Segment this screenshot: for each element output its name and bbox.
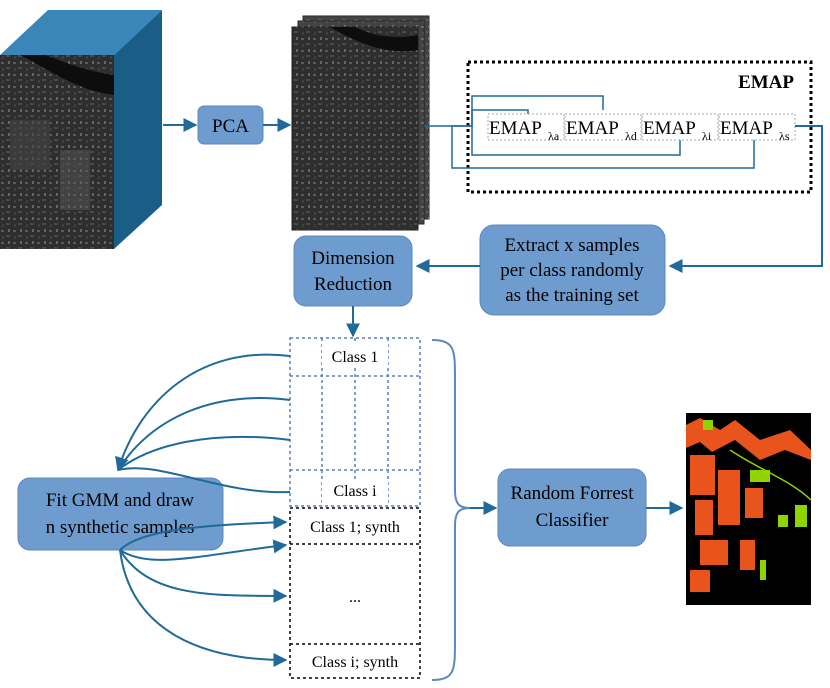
gmm-node: Fit GMM and draw n synthetic samples [17, 477, 224, 551]
svg-text:n synthetic samples: n synthetic samples [46, 517, 195, 538]
pca-node: PCA [197, 105, 264, 145]
table-ellipsis: ... [349, 589, 361, 606]
classification-map [686, 413, 812, 605]
svg-text:Classifier: Classifier [536, 510, 609, 531]
extract-node: Extract x samples per class randomly as … [479, 224, 666, 316]
arrow-class1-to-gmm [115, 353, 291, 472]
svg-text:Reduction: Reduction [314, 274, 393, 295]
svg-text:Extract x samples: Extract x samples [504, 235, 639, 256]
emap-block-i: EMAP λi [641, 113, 719, 143]
svg-text:EMAP: EMAP [720, 118, 773, 139]
classifier-box [497, 468, 647, 547]
arrow-classi-to-gmm [117, 467, 291, 494]
emap-block-a: EMAP λa [487, 113, 565, 143]
svg-text:Dimension: Dimension [311, 248, 395, 269]
svg-text:Fit GMM and draw: Fit GMM and draw [46, 490, 195, 511]
svg-text:Random Forrest: Random Forrest [511, 483, 635, 504]
svg-text:λi: λi [702, 129, 712, 143]
emap-title: EMAP [738, 72, 794, 93]
svg-text:EMAP: EMAP [643, 118, 696, 139]
svg-text:λa: λa [548, 129, 560, 143]
emap-block-d: EMAP λd [564, 113, 642, 143]
cube-side-face [114, 10, 162, 249]
svg-text:as the training set: as the training set [505, 285, 639, 306]
pca-image-front [291, 26, 419, 231]
pca-label: PCA [212, 116, 249, 137]
svg-text:EMAP: EMAP [566, 118, 619, 139]
gmm-box [17, 477, 224, 551]
dimension-node: Dimension Reduction [293, 235, 413, 307]
svg-text:EMAP: EMAP [489, 118, 542, 139]
real-sample-table: Class 1 Class i [289, 337, 421, 507]
arrow-emap-to-extract [668, 125, 823, 273]
table-brace [431, 339, 471, 681]
dimension-box [293, 235, 413, 307]
cube-top-face [0, 10, 162, 55]
class-i-synth-label: Class i; synth [312, 654, 398, 671]
cube-river [20, 55, 114, 95]
class-1-label: Class 1 [332, 349, 379, 366]
svg-text:λs: λs [779, 129, 790, 143]
classifier-node: Random Forrest Classifier [497, 468, 647, 547]
extract-box [479, 224, 666, 316]
arrow-gmm-to-classi-synth [119, 549, 288, 667]
arrow-gmm-to-class1-synth [119, 515, 288, 551]
svg-text:λd: λd [625, 129, 637, 143]
svg-text:per class randomly: per class randomly [500, 260, 644, 281]
emap-group: EMAP EMAP λa EMAP λd EMAP λi EMAP λs [424, 60, 813, 194]
hyperspectral-cube [0, 10, 162, 249]
class-i-label: Class i [333, 483, 377, 500]
class-1-synth-label: Class 1; synth [310, 519, 400, 536]
pca-image-stack [291, 15, 430, 231]
synthetic-sample-table: Class 1; synth ... Class i; synth [289, 507, 421, 679]
emap-block-s: EMAP λs [718, 113, 796, 143]
